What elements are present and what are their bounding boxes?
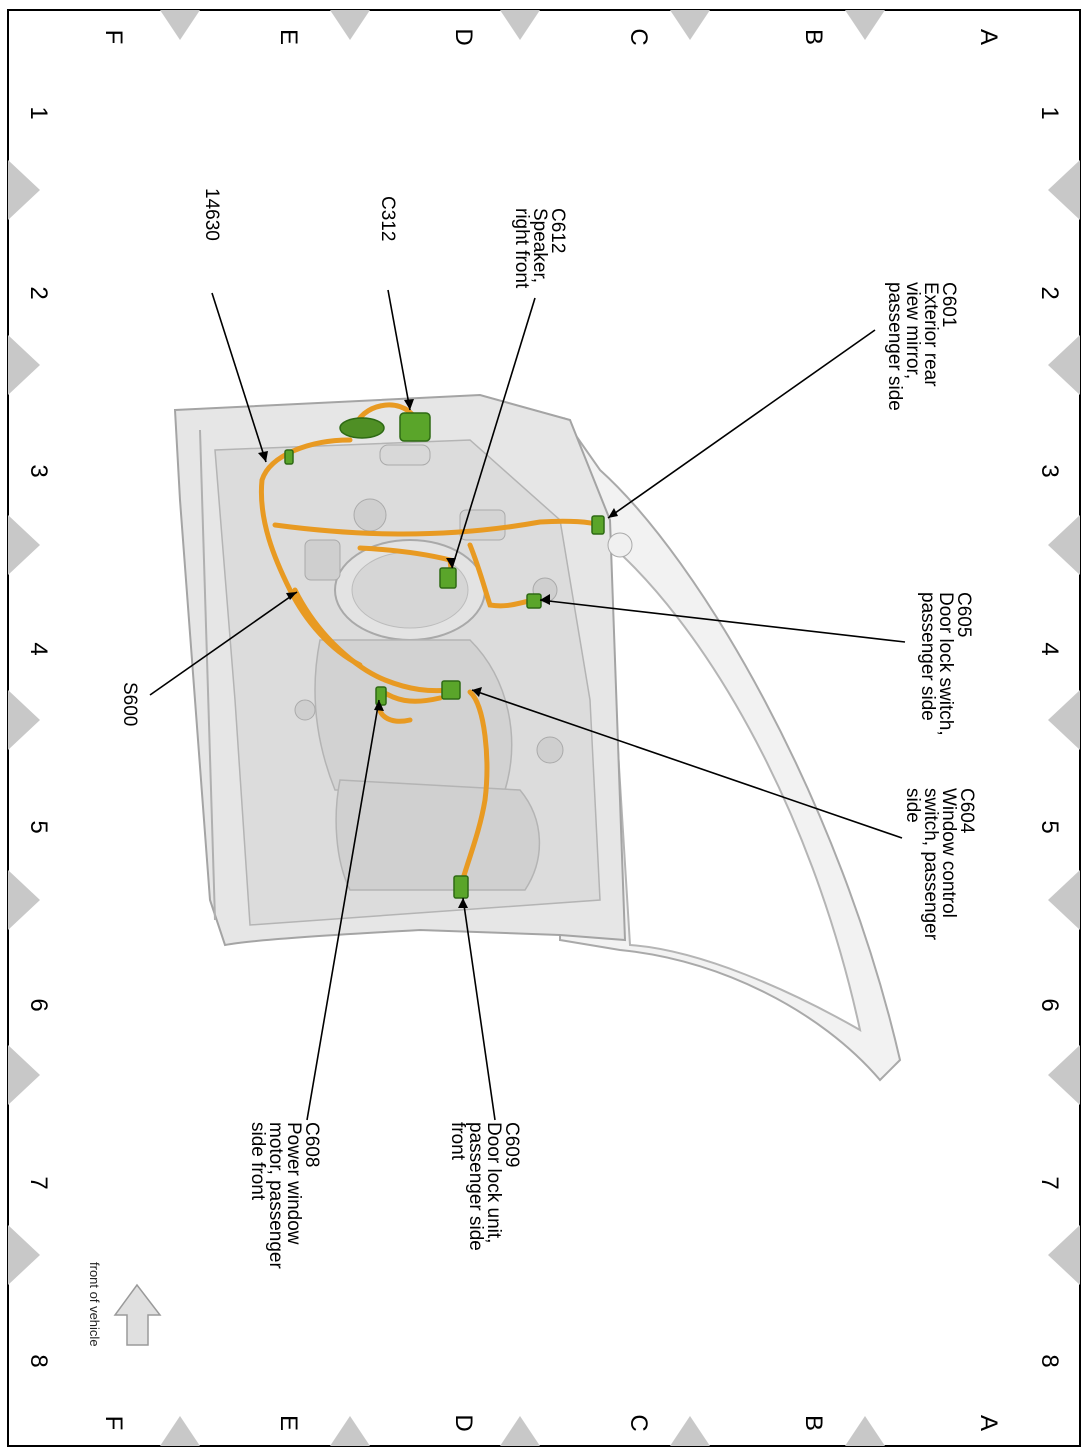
grid-number-right-8: 8 (1036, 1354, 1063, 1368)
callout-c609: C609 Door lock unit, passenger side fron… (447, 1122, 522, 1251)
harness-clip (284, 449, 294, 465)
wiring-harness (258, 402, 603, 885)
callout-c608-line3: motor, passenger (265, 1122, 286, 1269)
callout-c312: C312 (377, 196, 398, 242)
callout-c601: C601 Exterior rear view mirror, passenge… (884, 282, 959, 411)
grid-number-left-2: 2 (25, 286, 52, 300)
callout-c608: C608 Power window motor, passenger side … (247, 1122, 322, 1269)
grid-letter-bottom-A: A (975, 1414, 1002, 1431)
callout-c601-line4: passenger side (884, 282, 905, 411)
callout-c612-line3: right front (511, 208, 532, 289)
grid-letter-bottom-F: F (100, 1415, 127, 1431)
callout-c312-line1: C312 (377, 196, 398, 242)
c312-connector (399, 412, 431, 442)
grid-number-left-3: 3 (25, 464, 52, 478)
c612-connector (439, 567, 457, 589)
c601-connector (591, 515, 605, 535)
grid-number-right-6: 6 (1036, 998, 1063, 1012)
callout-c608-line4: side front (247, 1122, 268, 1201)
callout-c605-line3: passenger side (917, 592, 938, 721)
grid-letter-bottom-D: D (450, 1414, 477, 1432)
callout-c604-line2: Window control (938, 788, 959, 918)
grid-letter-top-E: E (275, 28, 302, 45)
border-markers (8, 10, 1080, 1446)
grid-number-left-5: 5 (25, 820, 52, 834)
callout-c601-line1: C601 (938, 282, 959, 328)
grid-number-right-7: 7 (1036, 1176, 1063, 1190)
callout-c604-line4: side (902, 788, 923, 823)
grid-number-right-3: 3 (1036, 464, 1063, 478)
callout-c604-line3: switch, passenger (920, 788, 941, 941)
callout-c608-line2: Power window (283, 1122, 304, 1245)
grid-number-left-1: 1 (25, 106, 52, 120)
c609-connector (453, 875, 469, 899)
callout-c609-line3: passenger side (465, 1122, 486, 1251)
callout-c605: C605 Door lock switch, passenger side (917, 592, 974, 736)
callout-s600: S600 (119, 682, 140, 727)
front-of-vehicle-arrow (113, 1283, 162, 1346)
callout-c604: C604 Window control switch, passenger si… (902, 788, 977, 941)
callout-c605-line1: C605 (953, 592, 974, 638)
callout-14630: 14630 (201, 188, 222, 241)
leader-lines (149, 289, 906, 1121)
callout-s600-line1: S600 (119, 682, 140, 727)
c604-connector (441, 680, 461, 700)
connectors (284, 412, 605, 899)
callout-c608-line1: C608 (301, 1122, 322, 1168)
leader-arrowheads (258, 399, 618, 908)
c608-connector (375, 686, 387, 706)
callout-c609-line1: C609 (501, 1122, 522, 1168)
callout-c612-line2: Speaker, (529, 208, 550, 283)
callout-c601-line3: view mirror, (902, 282, 923, 380)
grid-letter-top-F: F (100, 29, 127, 45)
callout-c612-line1: C612 (547, 208, 568, 254)
grid-letter-top-C: C (625, 28, 652, 46)
c312-grommet (339, 417, 385, 439)
door-panel (173, 393, 902, 1082)
front-of-vehicle-note: front of vehicle (87, 1262, 102, 1347)
callout-c609-line2: Door lock unit, (483, 1122, 504, 1244)
callout-c604-line1: C604 (956, 788, 977, 834)
callout-c605-line2: Door lock switch, (935, 592, 956, 736)
callout-14630-line1: 14630 (201, 188, 222, 241)
grid-letter-top-A: A (975, 28, 1002, 45)
grid-number-right-1: 1 (1036, 106, 1063, 120)
grid-number-right-4: 4 (1036, 642, 1063, 656)
grid-letter-top-D: D (450, 28, 477, 46)
grid-letter-bottom-C: C (625, 1414, 652, 1432)
grid-letter-top-B: B (800, 28, 827, 45)
callout-c601-line2: Exterior rear (920, 282, 941, 387)
grid-number-right-2: 2 (1036, 286, 1063, 300)
grid-number-right-5: 5 (1036, 820, 1063, 834)
grid-number-left-8: 8 (25, 1354, 52, 1368)
grid-number-left-6: 6 (25, 998, 52, 1012)
callout-c609-line4: front (447, 1122, 468, 1161)
grid-number-left-7: 7 (25, 1176, 52, 1190)
c605-connector (526, 593, 542, 609)
grid-number-left-4: 4 (25, 642, 52, 656)
grid-letter-bottom-E: E (275, 1414, 302, 1431)
callout-c612: C612 Speaker, right front (511, 208, 568, 289)
grid-letter-bottom-B: B (800, 1414, 827, 1431)
